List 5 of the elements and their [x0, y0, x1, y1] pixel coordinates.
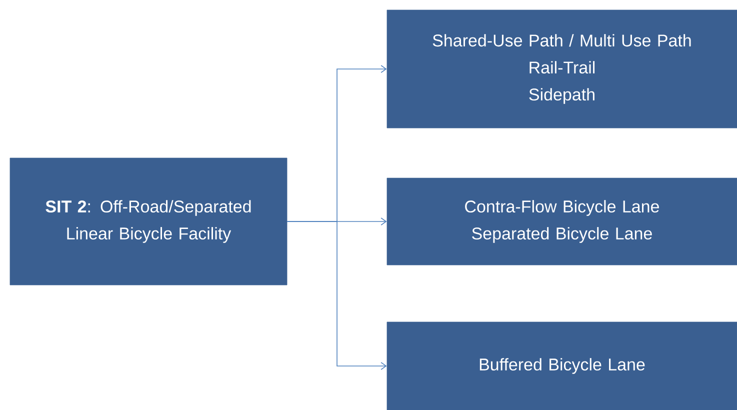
process-box: Shared-Use Path / Multi Use Path Rail-Trail Sidepath [386, 10, 737, 128]
process-box: SIT 2: Off-Road/Separated Linear Bicycle Facility [10, 158, 288, 286]
arrow [286, 221, 387, 370]
process-box: Buffered Bicycle Lane [386, 322, 737, 410]
process-box: Contra-Flow Bicycle Lane Separated Bicycle Lane [386, 178, 737, 266]
